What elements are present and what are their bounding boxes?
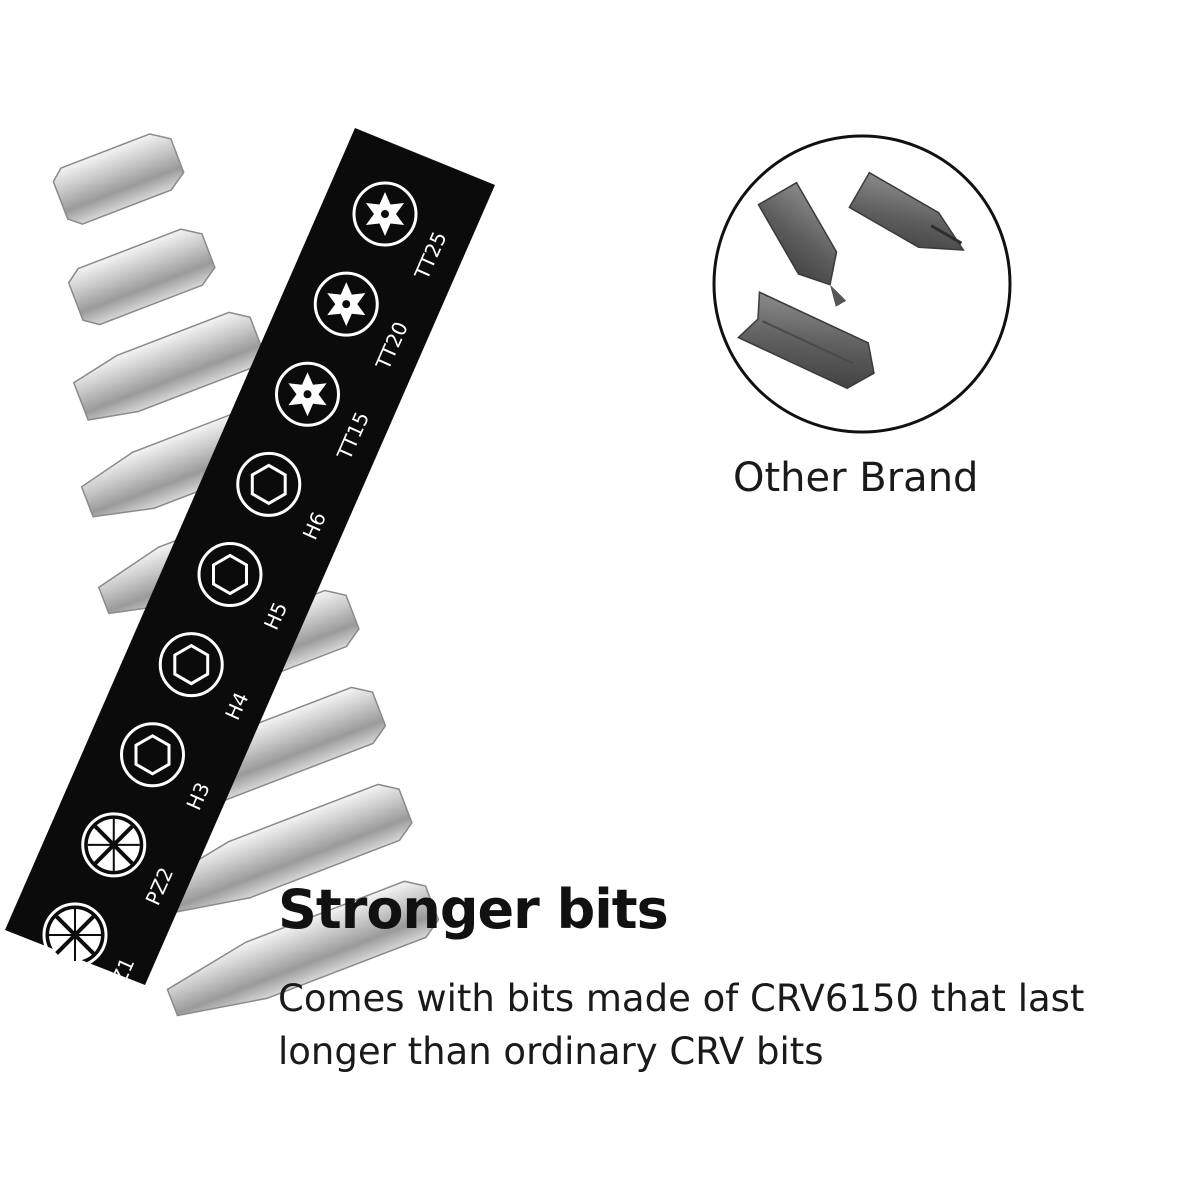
pozidriv-icon <box>49 909 101 961</box>
bit-icon-ring <box>352 181 418 247</box>
other-brand-label: Other Brand <box>733 455 979 501</box>
star-torx-tamper-icon <box>365 192 405 236</box>
comparison-circle <box>712 134 1012 434</box>
star-torx-tamper-icon <box>327 282 366 327</box>
bit-icon-ring <box>197 542 263 607</box>
feature-description: Comes with bits made of CRV6150 that las… <box>278 977 1085 1073</box>
bit-icon-ring <box>120 722 185 788</box>
feature-title: Stronger bits <box>278 878 669 941</box>
star-torx-tamper-icon <box>288 372 327 417</box>
bit-icon-ring <box>313 271 379 337</box>
bit-icon-ring <box>236 451 302 517</box>
hex-icon <box>134 734 171 776</box>
pozidriv-icon <box>87 818 140 871</box>
bit-icon-ring <box>81 812 147 878</box>
bit-icon-ring <box>275 361 340 427</box>
other-brand-bits <box>737 171 965 390</box>
hex-icon <box>212 553 248 596</box>
hex-icon <box>173 643 210 686</box>
hex-icon <box>250 463 287 506</box>
bit-pz1: PZ1 <box>42 902 139 999</box>
other-brand-comparison <box>712 134 1012 434</box>
bit-icon-ring <box>42 902 108 968</box>
bit-icon-ring <box>158 632 224 698</box>
